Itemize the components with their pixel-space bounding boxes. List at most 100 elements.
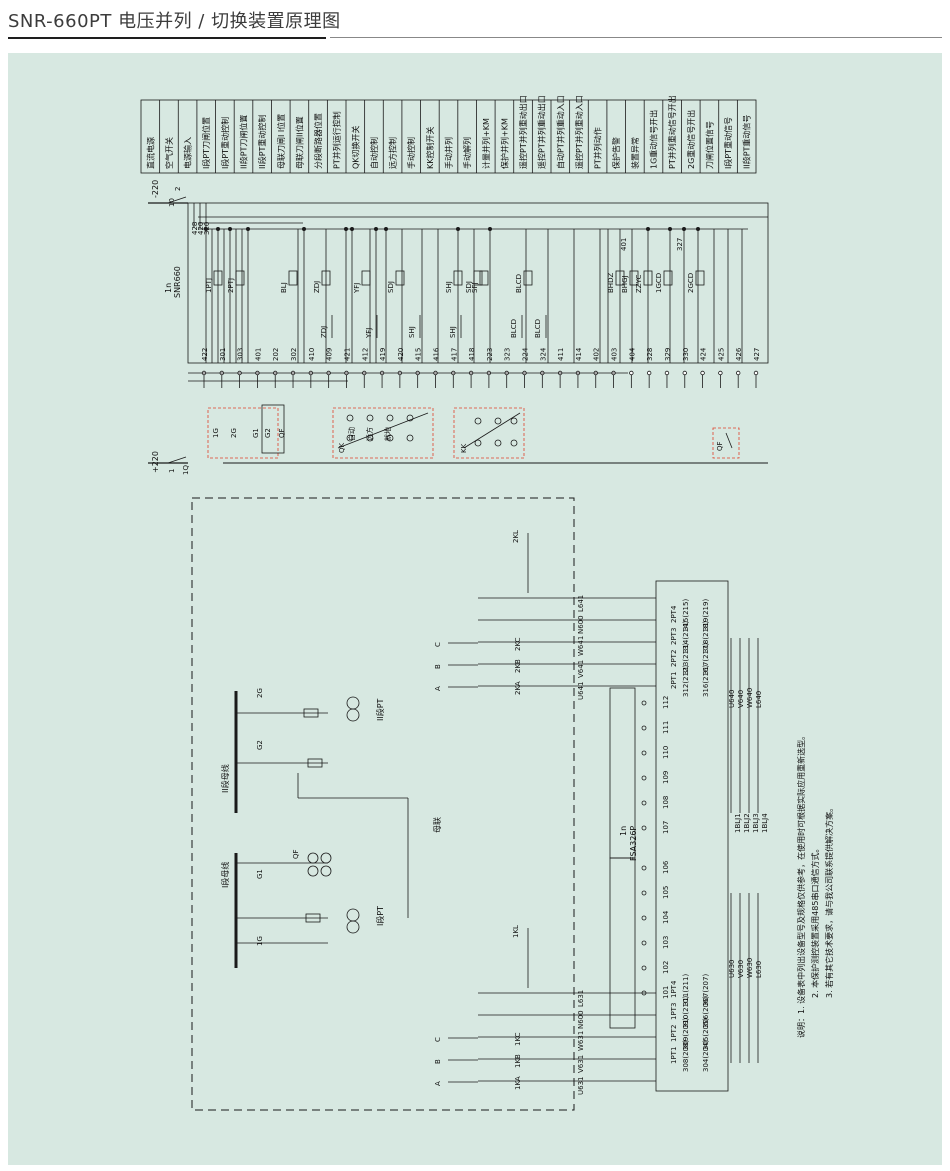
breaker-top-label: 10: [168, 198, 176, 207]
header-cell: 1G重动信号开出: [649, 110, 659, 169]
phase-label: B: [434, 664, 442, 669]
header-cell: 2G重动信号开出: [686, 110, 696, 169]
header-cell: 保护并列+KM: [499, 118, 509, 169]
bottom-terminal: 422: [201, 348, 209, 361]
terminal-upper: 111: [662, 721, 670, 734]
kk-switch: KK: [453, 407, 525, 459]
output-lower: U630: [728, 960, 736, 978]
bottom-terminal: 303: [237, 348, 245, 361]
bottom-terminal: 409: [326, 348, 334, 361]
coil-label: YFJ: [365, 328, 373, 339]
header-cell: II段PT重动信号: [742, 115, 752, 169]
header-cell: II段PT重动控制: [257, 115, 267, 169]
secondary-frame: [191, 497, 575, 1111]
bottom-terminal: 403: [611, 348, 619, 361]
bottom-terminal: 223: [486, 348, 494, 361]
header-cell: PT并列运行控制: [332, 111, 342, 169]
supply-neg: -220 10 2: [148, 180, 188, 207]
bottom-terminal: 417: [450, 348, 458, 361]
relay-label: BHDZ: [607, 273, 615, 293]
relay-coil: [663, 270, 673, 286]
relay-label: SFJ: [471, 282, 479, 293]
phase-label: A: [434, 1081, 442, 1086]
relay-coil: [695, 270, 705, 286]
switch-2g: 2G: [230, 428, 238, 438]
lower-relay: 309(209): [682, 1018, 690, 1050]
lower-relay: 306(206): [702, 996, 710, 1028]
blj-label: 1BLJ2: [743, 813, 751, 833]
breaker-bot-label: 1Q: [182, 465, 190, 475]
line-label: L631: [577, 990, 585, 1007]
phase-switch-label: 2KB: [514, 659, 522, 673]
primary-switch-label: 1G: [256, 936, 264, 946]
header-cell: 装置异常: [630, 137, 640, 169]
relay-label: BLJ: [280, 282, 288, 293]
bottom-terminal: 418: [468, 348, 476, 361]
supply-pos: +220 1 1Q: [148, 451, 190, 475]
bottom-terminal: 419: [379, 348, 387, 361]
lower-relay-name: 1PT3: [670, 1003, 678, 1020]
qf-right: QF: [712, 427, 740, 459]
bottom-terminal: 427: [753, 348, 761, 361]
header-cell: I段PT刀闸位置: [201, 117, 211, 169]
switch-qf: QF: [278, 428, 286, 438]
bottom-terminal: 426: [735, 347, 743, 361]
pt-relay-box: 315(215)319(219)314(214)318(218)313(213)…: [641, 580, 729, 1092]
relay-label: BLCD: [515, 274, 523, 293]
notes: 说明：1. 设备表中列出设备型号及规格仅供参考，在使用时可根据实际应用重新选型。…: [796, 732, 834, 1038]
terminal-lower: 102: [662, 961, 670, 974]
bottom-terminal: 328: [646, 348, 654, 361]
header-cell: 刀闸位置信号: [704, 121, 714, 169]
qk-name: QK: [338, 442, 346, 453]
bottom-terminal: 412: [361, 348, 369, 361]
header-cell: 直流电源: [145, 137, 155, 169]
header-cell: 保护告警: [611, 137, 621, 169]
relay-label: 2PTJ: [227, 278, 235, 293]
line-label: N600: [577, 615, 585, 634]
terminal-upper: 112: [662, 696, 670, 709]
device-snr660: 1n SNR660: [164, 202, 769, 364]
bottom-terminal: 404: [628, 347, 636, 361]
phase-label: A: [434, 686, 442, 691]
bottom-terminal: 301: [219, 348, 227, 361]
tie-label: 母联: [433, 817, 442, 833]
lower-relay: 304(204): [702, 1040, 710, 1072]
kl-label: 1KL: [512, 925, 520, 938]
coil-label: SHJ: [449, 326, 457, 338]
relay-label: 1GCD: [655, 273, 663, 293]
bottom-terminal: 329: [664, 348, 672, 361]
line-label: N600: [577, 1010, 585, 1029]
qk-mode-remote: 远方: [365, 427, 374, 441]
bottom-terminal: 414: [575, 347, 583, 361]
phase-label: C: [434, 1037, 442, 1042]
note-1: 说明：1. 设备表中列出设备型号及规格仅供参考，在使用时可根据实际应用重新选型。: [796, 732, 806, 1038]
line-label: V641: [577, 660, 585, 678]
switch-1g: 1G: [212, 428, 220, 438]
upper-relay-name: 2PT1: [670, 672, 678, 689]
coil-label: BLCD: [534, 319, 542, 338]
qf-right-label: QF: [716, 441, 724, 451]
lower-relay: 308(208): [682, 1040, 690, 1072]
breaker-bot-pin: 1: [168, 469, 176, 473]
relay-coil: [235, 270, 245, 286]
kl-label: 2KL: [512, 530, 520, 543]
qk-mode-auto: 自动: [347, 427, 356, 441]
terminal-upper: 108: [662, 796, 670, 809]
switch-g1: G1: [252, 428, 260, 438]
fsa-model: FSA326P: [629, 826, 638, 861]
header-cell: 自动PT并列重动入口: [555, 95, 565, 169]
note-3: 3. 若有其它技术要求，请与我公司联系提供解决方案。: [824, 804, 834, 998]
top-terminals: 428420320: [191, 203, 211, 235]
lower-relay: 311(211): [682, 974, 690, 1006]
switch-g2: G2: [264, 428, 272, 438]
terminal-upper: 110: [662, 746, 670, 759]
primary-switch-label: G1: [256, 869, 264, 879]
output-upper: V640: [737, 690, 745, 708]
supply-pos-label: +220: [151, 451, 160, 473]
header-cell: I段PT重动信号: [723, 117, 733, 169]
qk-mode-local: 就地: [383, 427, 392, 441]
relay-coil: [361, 270, 371, 286]
position-switches: 1G 2G G1 G2 QF: [207, 404, 286, 459]
